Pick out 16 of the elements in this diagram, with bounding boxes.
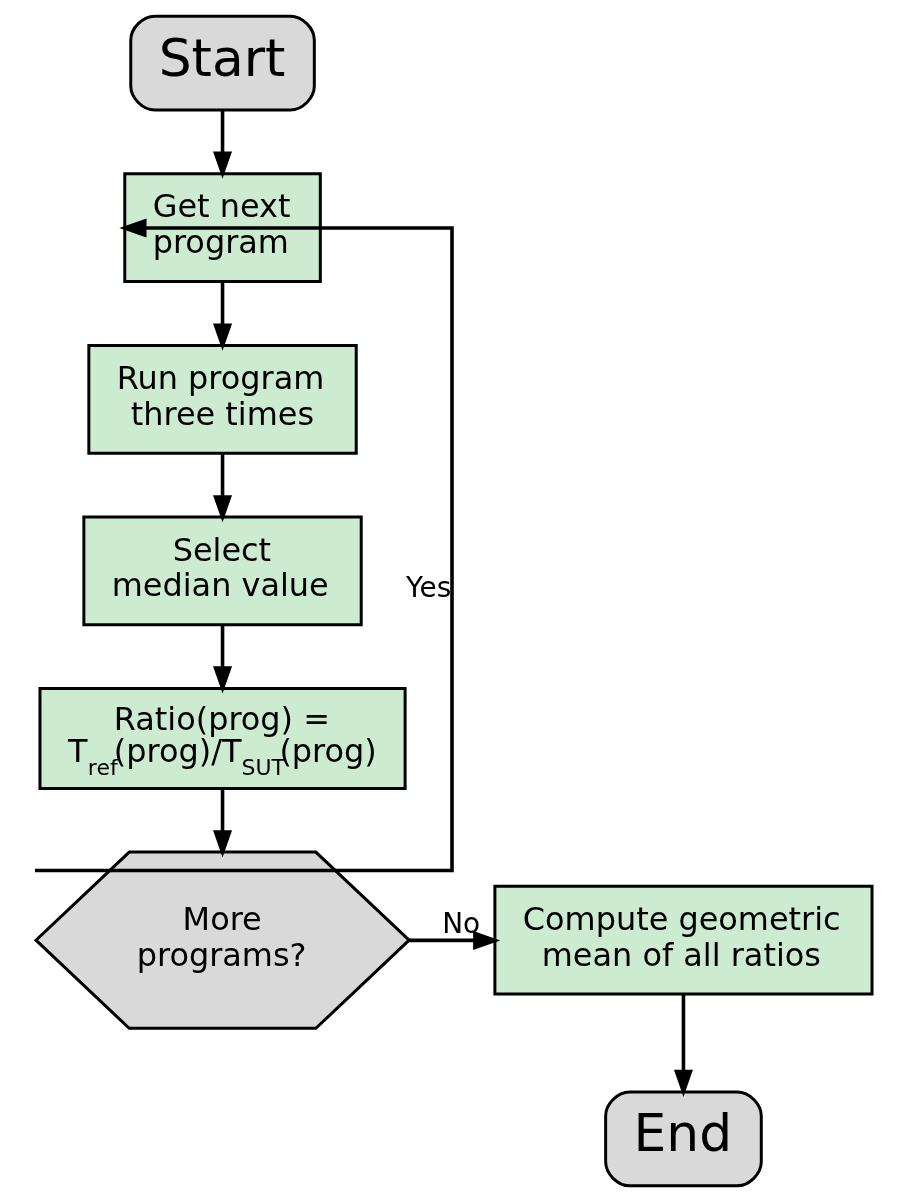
node-box: End — [604, 1090, 763, 1188]
arrow — [213, 788, 233, 858]
arrow — [213, 282, 233, 351]
node-box: Select median value — [82, 515, 363, 627]
node-box: Ratio(prog) = T$_{ref}$(prog)/T$_{SUT}$(prog) — [38, 687, 407, 790]
edge-label: Yes — [406, 570, 452, 604]
edge-label: No — [442, 906, 481, 940]
node-box: Run program three times — [87, 343, 358, 455]
arrow — [213, 624, 233, 694]
node-box: Get next program — [123, 172, 322, 284]
arrow — [673, 994, 693, 1097]
arrow — [213, 453, 233, 523]
node-box: Start — [129, 14, 316, 112]
node-box: Compute geometric mean of all ratios — [493, 884, 874, 996]
arrow — [409, 930, 501, 950]
arrow — [213, 110, 233, 179]
